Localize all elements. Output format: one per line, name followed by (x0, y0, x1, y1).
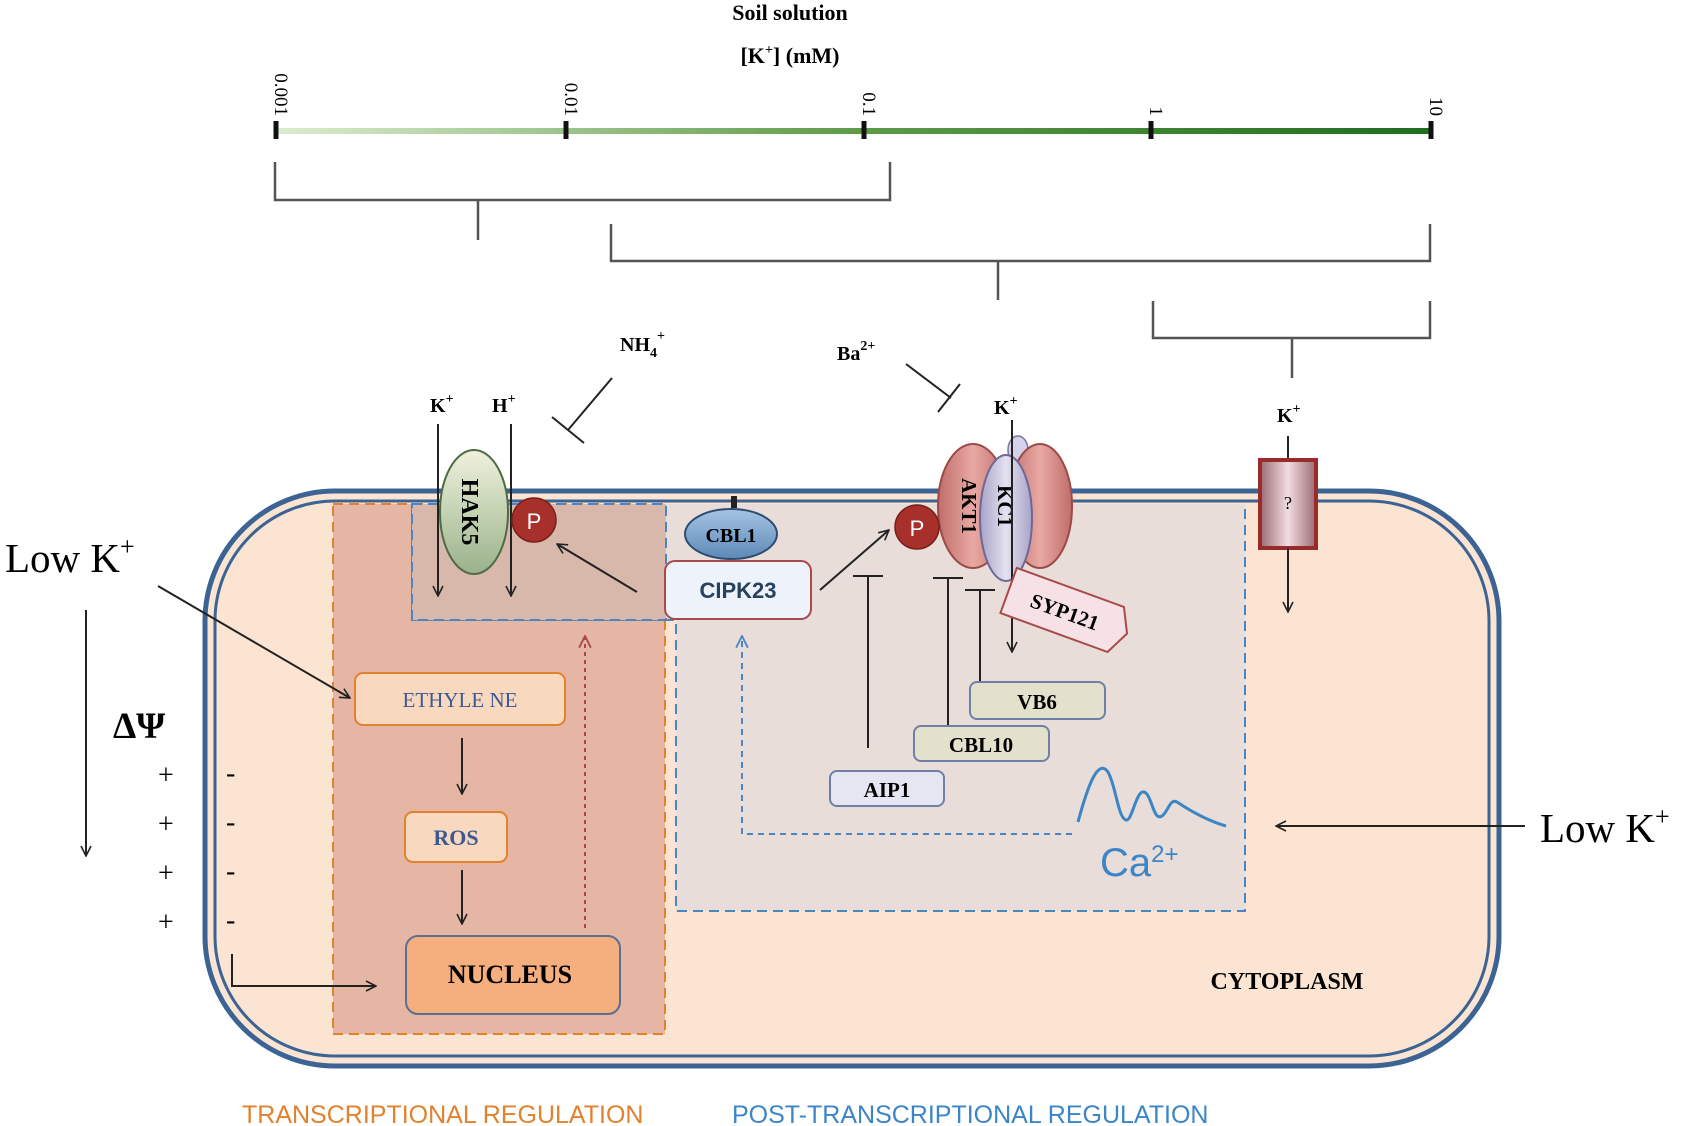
hak5-label: HAK5 (456, 479, 482, 546)
hak5-k-ion: K+ (430, 392, 454, 417)
delta-psi-label: ΔΨ (113, 706, 165, 747)
nh4-label: NH4+ (620, 329, 665, 361)
transcriptional-pathway: ETHYLE NE ROS NUCLEUS (354, 636, 621, 1015)
ba-inhibition: Ba2+ (837, 339, 961, 413)
cbl1-label: CBL1 (705, 525, 756, 547)
plus-sign-1: + (158, 760, 174, 791)
akt1-inhibitors: VB6 CBL10 AIP1 (829, 575, 1106, 807)
ethylene-box (354, 672, 566, 726)
cytoplasm-label: CYTOPLASM (1211, 969, 1364, 995)
low-k-left-label: Low K+ (5, 532, 135, 581)
scale-unit: [K+] (mM) (740, 43, 839, 68)
minus-sign-2: - (226, 807, 235, 838)
cbl1-cipk23-complex: CBL1 CIPK23 (557, 496, 889, 620)
range-bracket-akt1 (609, 224, 1432, 300)
syp121-tag: SYP121 (999, 566, 1129, 654)
hak5-phospho-label: P (527, 509, 542, 534)
unknown-transporter-box (1258, 458, 1318, 550)
scale-bar (275, 128, 1430, 134)
nh4-inhibition-line (567, 377, 613, 431)
vb6-box (969, 681, 1106, 720)
post-transcriptional-legend: POST-TRANSCRIPTIONAL REGULATION (732, 1101, 1208, 1126)
tick-label-0001: 0.001 (270, 73, 291, 116)
unknown-transporter: K+ ? (1258, 402, 1318, 612)
ethylene-label: ETHYLE NE (403, 688, 518, 712)
cbl1-body (684, 508, 778, 560)
cbl10-label: CBL10 (949, 733, 1013, 757)
akt1-k-ion: K+ (994, 394, 1018, 419)
unknown-transporter-label: ? (1284, 493, 1292, 513)
concentration-scale: Soil solution [K+] (mM) 0.001 0.01 0.1 1… (270, 0, 1446, 378)
hak5-phospho-badge (511, 497, 557, 543)
hak5-body (439, 449, 509, 575)
akt1-phospho-label: P (910, 516, 925, 541)
calcium-label: Ca2+ (1100, 841, 1179, 885)
ba-inhibition-bar (937, 383, 961, 413)
membrane-potential-to-nucleus-arrow (231, 954, 376, 986)
vb6-label: VB6 (1017, 690, 1057, 714)
low-k-to-ethylene-arrow (157, 585, 350, 698)
cell-membrane-inner (213, 499, 1491, 1058)
low-k-right-label: Low K+ (1540, 802, 1670, 851)
plus-sign-4: + (158, 907, 174, 938)
akt1-phospho-badge (894, 504, 940, 550)
aip1-label: AIP1 (864, 778, 911, 802)
plus-sign-2: + (158, 809, 174, 840)
transcriptional-legend: TRANSCRIPTIONAL REGULATION (242, 1101, 643, 1126)
cipk23-box (664, 560, 812, 620)
kc1-label: KC1 (993, 485, 1017, 527)
aip1-box (829, 770, 945, 807)
calcium-signal: Ca2+ (742, 636, 1227, 885)
cipk23-label: CIPK23 (699, 578, 776, 603)
hak5-transporter: K+ H+ HAK5 P (430, 392, 557, 596)
minus-sign-4: - (226, 905, 235, 936)
scale-title: Soil solution (732, 0, 848, 25)
minus-sign-1: - (226, 758, 235, 789)
range-bracket-hak5 (273, 162, 892, 240)
unknown-k-ion: K+ (1277, 402, 1301, 427)
tick-label-001: 0.01 (560, 83, 581, 116)
cbl1-anchor (731, 496, 737, 508)
akt1-label: AKT1 (957, 478, 981, 534)
kc1-subunit (979, 454, 1033, 582)
calcium-spike-trace (1076, 766, 1227, 828)
minus-sign-3: - (226, 856, 235, 887)
nucleus-box (405, 935, 621, 1015)
cipk23-to-hak5-arrow (557, 544, 638, 593)
ros-label: ROS (433, 825, 478, 850)
membrane-potential-signs: + + + + - - - - (158, 758, 235, 938)
cbl10-box (913, 725, 1050, 762)
tick-label-10: 10 (1425, 97, 1446, 116)
syp121-box (999, 566, 1129, 654)
low-k-signals: Low K+ ΔΨ + + + + - - - - Low K+ (5, 532, 1670, 986)
cipk23-to-akt1-arrow (819, 530, 889, 591)
tick-label-01: 0.1 (858, 92, 879, 116)
plus-sign-3: + (158, 858, 174, 889)
ba-label: Ba2+ (837, 339, 875, 365)
range-bracket-unknown (1151, 301, 1432, 378)
ros-box (404, 811, 508, 863)
ba-inhibition-line (905, 363, 952, 399)
nh4-inhibition-bar (551, 416, 585, 444)
tick-label-1: 1 (1145, 107, 1166, 117)
hak5-h-ion: H+ (492, 392, 516, 417)
calcium-to-cipk23-arrow (742, 636, 1072, 835)
nh4-inhibition: NH4+ (551, 329, 665, 444)
akt1-kc1-channel: K+ AKT1 KC1 P SYP121 (894, 394, 1129, 654)
nucleus-label: NUCLEUS (448, 960, 572, 989)
